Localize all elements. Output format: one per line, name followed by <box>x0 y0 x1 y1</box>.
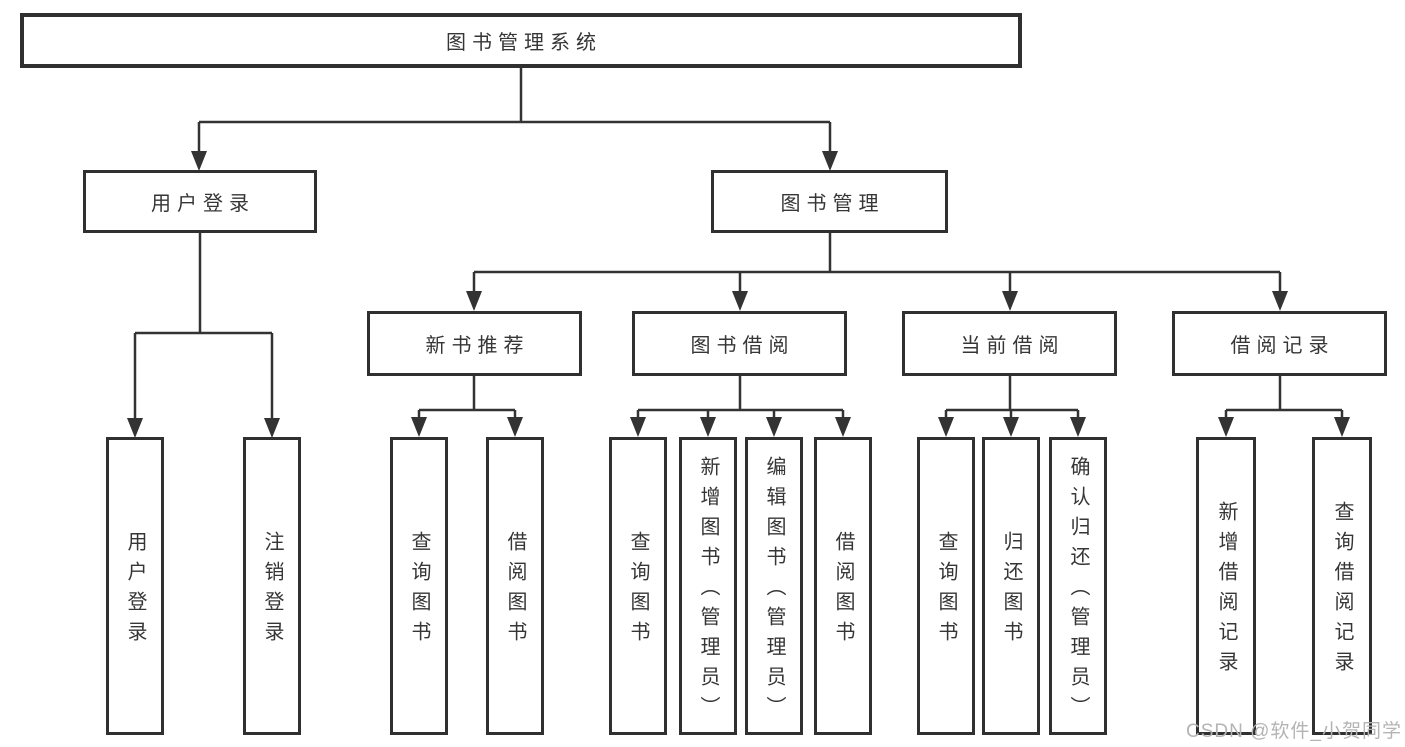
leaf-add-borrow-record: 新增借阅记录 <box>1196 437 1256 735</box>
leaf-return-books: 归还图书 <box>982 437 1040 735</box>
csdn-watermark: CSDN @软件_小贺同学 <box>1186 721 1402 742</box>
leaf-logout: 注销登录 <box>243 437 301 735</box>
node-label: 编辑图书（管理员） <box>763 456 785 726</box>
node-label: 当前借阅 <box>960 335 1065 357</box>
node-label: 注销登录 <box>261 531 283 651</box>
node-label: 新增图书（管理员） <box>697 456 719 726</box>
leaf-query-books-borrow: 查询图书 <box>609 437 667 735</box>
leaf-query-books-recommend: 查询图书 <box>390 437 448 735</box>
node-label: 查询图书 <box>408 531 430 651</box>
leaf-borrow-books: 借阅图书 <box>814 437 872 735</box>
leaf-add-books-admin: 新增图书（管理员） <box>679 437 737 735</box>
node-label: 借阅图书 <box>832 531 854 651</box>
node-current-borrowing: 当前借阅 <box>902 311 1117 376</box>
node-label: 图书管理 <box>780 193 885 215</box>
node-label: 查询图书 <box>627 531 649 651</box>
arrowheads <box>127 151 1350 438</box>
leaf-edit-books-admin: 编辑图书（管理员） <box>745 437 803 735</box>
node-label: 查询借阅记录 <box>1331 501 1353 681</box>
node-library-management-system: 图书管理系统 <box>20 13 1022 68</box>
node-label: 新书推荐 <box>425 335 530 357</box>
node-label: 图书管理系统 <box>446 32 602 54</box>
leaf-confirm-return-admin: 确认归还（管理员） <box>1049 437 1107 735</box>
node-user-login: 用户登录 <box>83 170 317 233</box>
node-label: 借阅图书 <box>504 531 526 651</box>
node-label: 图书借阅 <box>690 335 795 357</box>
node-label: 用户登录 <box>124 531 146 651</box>
leaf-user-login: 用户登录 <box>106 437 164 735</box>
node-label: 用户登录 <box>151 193 255 215</box>
leaf-query-borrow-record: 查询借阅记录 <box>1312 437 1372 735</box>
node-book-management: 图书管理 <box>711 170 948 233</box>
leaf-query-books-current: 查询图书 <box>917 437 975 735</box>
node-label: 新增借阅记录 <box>1215 501 1237 681</box>
node-label: 确认归还（管理员） <box>1067 456 1089 726</box>
connector-lines <box>133 68 1344 418</box>
node-borrowing-records: 借阅记录 <box>1172 311 1387 376</box>
node-book-borrowing: 图书借阅 <box>632 311 847 376</box>
leaf-borrow-books-recommend: 借阅图书 <box>486 437 544 735</box>
node-label: 借阅记录 <box>1230 335 1335 357</box>
node-label: 归还图书 <box>1000 531 1022 651</box>
node-label: 查询图书 <box>935 531 957 651</box>
node-new-book-recommendation: 新书推荐 <box>367 311 582 376</box>
